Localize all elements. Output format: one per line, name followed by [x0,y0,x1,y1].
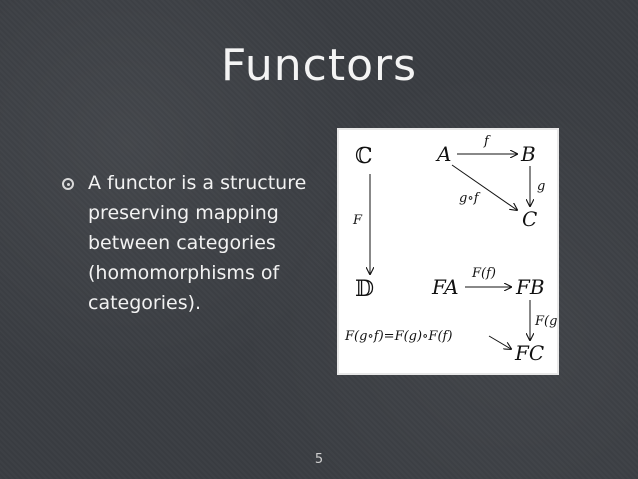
slide-title: Functors [220,40,418,91]
label-fg: F(g) [534,314,557,329]
label-ff: F(f) [471,266,496,281]
object-c: C [522,207,537,231]
label-gf: g∘f [459,191,481,206]
object-b: B [520,142,536,166]
diagram-svg: ℂ 𝔻 F A B C f g g∘f FA FB FC F(f) F(g) F… [344,134,557,365]
arrow-fgf [488,335,511,349]
page-number: 5 [314,452,324,467]
object-a: A [435,142,451,166]
bullet-text: A functor is a structure preserving mapp… [88,172,307,314]
object-fc: FC [514,341,544,365]
arrow-gf [451,164,517,210]
bullet-icon [62,178,74,190]
label-g: g [537,179,545,194]
object-fa: FA [431,275,459,299]
equation-label: F(g∘f)=F(g)∘F(f) [344,329,452,344]
object-fb: FB [515,275,545,299]
functor-label: F [352,213,363,228]
category-d-label: 𝔻 [355,277,374,302]
category-c-label: ℂ [355,144,373,169]
functor-diagram: ℂ 𝔻 F A B C f g g∘f FA FB FC F(f) F(g) F… [339,130,557,373]
label-f: f [483,134,491,149]
